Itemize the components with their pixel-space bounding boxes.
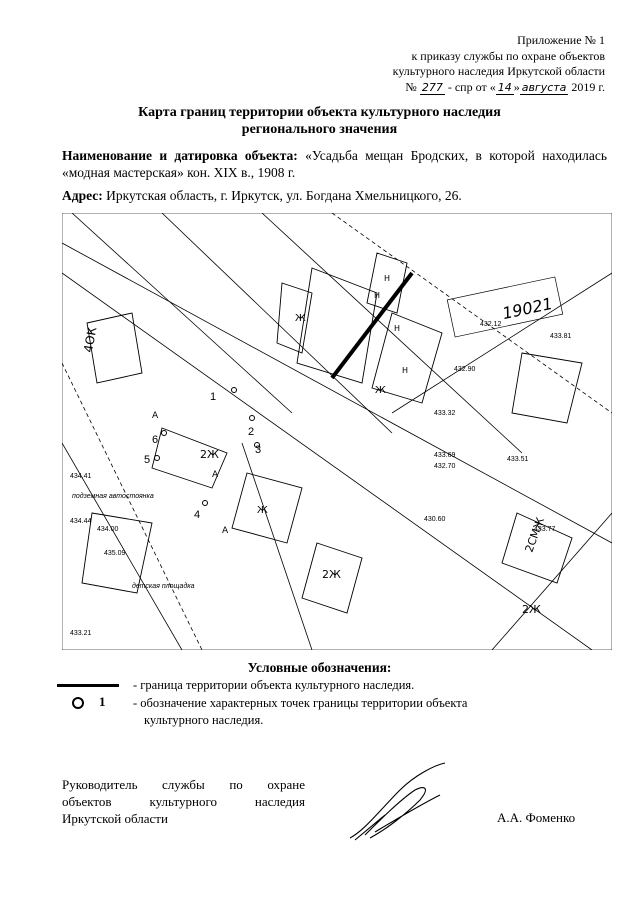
map-label: А xyxy=(152,411,159,421)
order-number: 277 xyxy=(419,80,445,95)
boundary-point-label: 2 xyxy=(248,426,254,438)
legend-title: Условные обозначения: xyxy=(247,660,392,675)
boundary-point-symbol xyxy=(72,697,84,709)
order-number-line: № 277 - спр от «14»августа 2019 г. xyxy=(405,79,605,95)
map-label: 2Ж xyxy=(522,603,541,616)
area-label: детская площадка xyxy=(132,582,195,590)
signatory-name: А.А. Фоменко xyxy=(497,810,576,825)
number-prefix: № xyxy=(405,79,417,94)
document-title: Карта границ территории объекта культурн… xyxy=(0,104,639,138)
elevation-label: 430.60 xyxy=(424,516,446,523)
elevation-label: 433.81 xyxy=(550,333,572,340)
signatory-position: Руководитель службы по охране объектов к… xyxy=(62,776,305,827)
elevation-label: 433.21 xyxy=(70,630,92,637)
annex-line2: к приказу службы по охране объектов xyxy=(411,48,605,63)
elevation-label: 433.77 xyxy=(534,526,556,533)
order-year: 2019 г. xyxy=(571,79,605,94)
boundary-point-marker xyxy=(154,455,160,461)
map-label: Н xyxy=(374,291,380,300)
elevation-label: 434.00 xyxy=(97,526,119,533)
map-label: 2Ж xyxy=(200,448,219,461)
boundary-point-marker xyxy=(161,430,167,436)
map-label: Н xyxy=(384,274,390,283)
legend-point-desc-1: - обозначение характерных точек границы … xyxy=(133,696,468,710)
position-line1: Руководитель службы по охране xyxy=(62,777,305,792)
object-address: Адрес: Иркутская область, г. Иркутск, ул… xyxy=(62,188,462,204)
annex-line1: Приложение № 1 xyxy=(517,33,605,47)
boundary-point-label: 1 xyxy=(210,391,216,403)
boundary-line-symbol xyxy=(57,684,119,687)
position-line2: объектов культурного наследия xyxy=(62,794,305,809)
title-line1: Карта границ территории объекта культурн… xyxy=(138,105,501,120)
legend-point-desc-2: культурного наследия. xyxy=(144,713,264,727)
boundary-point-marker xyxy=(231,387,237,393)
boundary-point-label: 6 xyxy=(152,434,158,446)
object-name-label: Наименование и датировка объекта: xyxy=(62,148,298,163)
elevation-label: 434.41 xyxy=(70,473,92,480)
annex-header: Приложение № 1 к приказу службы по охран… xyxy=(393,33,605,95)
map-label: Ж xyxy=(375,385,386,396)
boundary-point-label: 5 xyxy=(144,454,150,466)
order-middle: - спр от « xyxy=(447,79,496,94)
title-line2: регионального значения xyxy=(241,122,398,137)
boundary-line xyxy=(330,271,414,380)
legend-line-desc: - граница территории объекта культурного… xyxy=(133,678,415,692)
map-label: Н xyxy=(394,324,400,333)
object-name-value: «Усадьба мещан Бродских, в которой наход… xyxy=(62,148,607,180)
annex-line3: культурного наследия Иркутской области xyxy=(392,64,605,78)
stamp-box xyxy=(446,276,564,338)
elevation-label: 435.09 xyxy=(104,550,126,557)
map-label: Ж xyxy=(257,505,268,516)
area-label: подземная автостоянка xyxy=(72,492,154,500)
boundary-point-label: 4 xyxy=(194,509,200,521)
elevation-label: 432.90 xyxy=(454,366,476,373)
boundary-point-label: 3 xyxy=(255,444,261,456)
elevation-label: 433.32 xyxy=(434,410,456,417)
elevation-label: 433.69 xyxy=(434,452,456,459)
map-label: А xyxy=(212,470,219,480)
boundary-point-marker xyxy=(249,415,255,421)
order-month: августа xyxy=(519,80,569,95)
map-label: 4ОК xyxy=(81,325,99,353)
position-line3: Иркутской области xyxy=(62,811,168,826)
elevation-label: 432.70 xyxy=(434,463,456,470)
map-label: Н xyxy=(402,366,408,375)
map-label: 2Ж xyxy=(322,568,341,581)
legend-point-number: 1 xyxy=(99,694,106,709)
cadastral-map: Ж Ж Ж Н Н Н Н 2Ж 2Ж 4ОК 2СМЖ 2Ж А А А 43… xyxy=(62,213,612,650)
elevation-label: 433.51 xyxy=(507,456,529,463)
address-value: Иркутская область, г. Иркутск, ул. Богда… xyxy=(106,188,462,203)
order-day: 14 xyxy=(495,80,514,95)
boundary-point-marker xyxy=(202,500,208,506)
elevation-label: 434.44 xyxy=(70,518,92,525)
handwritten-signature xyxy=(349,762,446,841)
map-label: Ж xyxy=(295,313,306,324)
boundary-point-marker xyxy=(254,442,260,448)
map-label: А xyxy=(222,526,229,536)
address-label: Адрес: xyxy=(62,188,103,203)
elevation-label: 432.12 xyxy=(480,321,502,328)
object-name: Наименование и датировка объекта: «Усадь… xyxy=(62,148,607,181)
building-outline xyxy=(296,267,378,384)
